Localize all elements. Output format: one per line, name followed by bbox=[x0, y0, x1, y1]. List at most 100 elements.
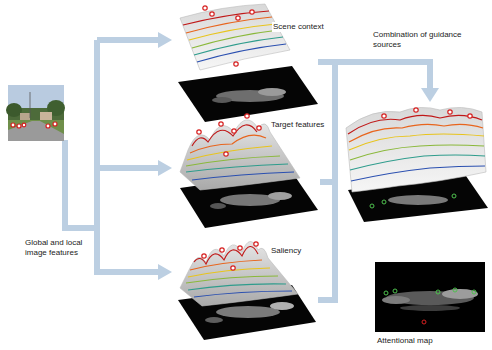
attention-blob bbox=[400, 305, 460, 311]
contour-line bbox=[350, 145, 484, 160]
target-dot bbox=[472, 290, 476, 294]
photo-tree bbox=[6, 103, 22, 117]
contour-line bbox=[349, 124, 483, 142]
contour-line bbox=[183, 11, 269, 25]
contour-line bbox=[187, 146, 272, 160]
plane-blob bbox=[388, 195, 448, 205]
plane-blob bbox=[212, 97, 232, 103]
photo-house bbox=[20, 113, 30, 120]
fixation-dot bbox=[236, 16, 240, 20]
target-dot bbox=[436, 290, 440, 294]
photo-pole bbox=[30, 92, 31, 118]
image-plane bbox=[178, 66, 318, 122]
target-dots bbox=[370, 194, 456, 208]
fixation-dot bbox=[238, 246, 242, 250]
plane-blob bbox=[270, 302, 294, 310]
surface-sheet bbox=[180, 120, 300, 190]
contour-line bbox=[190, 135, 266, 153]
arrow-head bbox=[158, 160, 172, 176]
figure-label: Global and local image features bbox=[24, 238, 92, 258]
fixation-dot bbox=[22, 123, 26, 127]
contour-line bbox=[194, 291, 292, 297]
fixation-dot bbox=[250, 10, 254, 14]
fixation-dot bbox=[197, 130, 201, 134]
fixation-dot bbox=[17, 124, 21, 128]
contour-line bbox=[349, 134, 484, 150]
photo-grass bbox=[8, 120, 64, 141]
fixation-dots bbox=[203, 6, 254, 66]
attention-blob bbox=[382, 296, 410, 304]
arrow-head bbox=[158, 32, 172, 48]
contour-line bbox=[186, 164, 288, 172]
fixation-dots bbox=[11, 122, 57, 128]
figure-label: Attentional map bbox=[376, 336, 434, 346]
contour-line bbox=[186, 276, 278, 283]
plane-blob bbox=[216, 306, 280, 318]
target-dot bbox=[382, 200, 386, 204]
fixation-dot bbox=[224, 152, 228, 156]
figure-label: Target features bbox=[270, 120, 325, 130]
attention-image bbox=[375, 262, 485, 332]
plane-blob bbox=[205, 317, 223, 323]
plane-blob bbox=[258, 88, 286, 96]
flow-line bbox=[97, 165, 160, 171]
photo-house bbox=[40, 112, 52, 120]
contour-lines bbox=[183, 11, 286, 62]
fixation-dot bbox=[210, 12, 214, 16]
plane-blob bbox=[268, 192, 292, 200]
figure-label: Combination of guidance sources bbox=[372, 30, 466, 50]
target-dot bbox=[393, 289, 397, 293]
fixation-dots bbox=[197, 114, 261, 156]
fixation-dots bbox=[202, 242, 258, 270]
fixation-dot bbox=[202, 254, 206, 258]
fixation-dot bbox=[46, 124, 50, 128]
flow-line bbox=[94, 40, 100, 275]
photo-road bbox=[8, 121, 64, 141]
fixation-dot bbox=[245, 114, 249, 118]
target-dots bbox=[384, 288, 476, 295]
fixation-dot bbox=[234, 62, 238, 66]
plane-blob bbox=[210, 203, 226, 209]
target-features-map bbox=[180, 114, 318, 228]
street-photo bbox=[6, 85, 65, 141]
contour-line bbox=[350, 155, 485, 170]
target-dot bbox=[453, 288, 457, 292]
fixation-dot bbox=[254, 242, 258, 246]
attention-blob bbox=[442, 289, 478, 299]
target-dot bbox=[384, 291, 388, 295]
contour-lines bbox=[348, 115, 485, 181]
fixation-dot bbox=[414, 108, 418, 112]
flow-line bbox=[332, 62, 430, 90]
surface-sheet bbox=[180, 4, 290, 70]
contour-line bbox=[197, 44, 286, 62]
contour-line bbox=[188, 268, 270, 277]
fixation-dot bbox=[257, 126, 261, 130]
flow-line bbox=[97, 37, 160, 43]
fixation-dot bbox=[231, 266, 235, 270]
arrow-head bbox=[421, 88, 439, 102]
fixation-dots bbox=[382, 108, 472, 118]
fixation-dot bbox=[203, 6, 207, 10]
fixation-dot bbox=[448, 110, 452, 114]
flow-line bbox=[97, 269, 160, 275]
flow-line bbox=[318, 59, 335, 300]
fixation-dot bbox=[219, 122, 223, 126]
fixation-dot bbox=[220, 248, 224, 252]
fixation-dot bbox=[53, 122, 57, 126]
contour-line bbox=[351, 166, 485, 181]
flow-line bbox=[65, 140, 97, 228]
arrow-head bbox=[158, 264, 172, 280]
fixation-dot bbox=[11, 123, 15, 127]
figure-label: Scene context bbox=[272, 22, 325, 32]
saliency-map bbox=[178, 241, 316, 340]
contour-lines bbox=[186, 125, 294, 180]
combined-map bbox=[346, 107, 488, 222]
surface-sheet bbox=[346, 107, 486, 192]
fixation-dot bbox=[468, 114, 472, 118]
fixation-dot bbox=[382, 114, 386, 118]
figure-label: Saliency bbox=[270, 246, 302, 256]
contour-line bbox=[192, 172, 294, 180]
target-dot bbox=[452, 194, 456, 198]
